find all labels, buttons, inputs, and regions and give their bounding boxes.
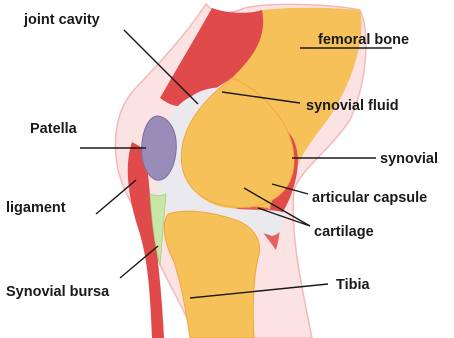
label-tibia: Tibia — [336, 277, 371, 293]
label-patella: Patella — [30, 121, 78, 137]
patella — [142, 116, 177, 180]
label-ligament: ligament — [6, 200, 66, 216]
tibia-bone — [164, 211, 259, 338]
label-synovial: synovial — [380, 151, 438, 167]
label-femoral-bone: femoral bone — [318, 32, 409, 48]
label-synovial-fluid: synovial fluid — [306, 98, 399, 114]
label-joint-cavity: joint cavity — [23, 12, 100, 28]
label-articular-capsule: articular capsule — [312, 190, 427, 206]
label-synovial-bursa: Synovial bursa — [6, 284, 110, 300]
label-cartilage: cartilage — [314, 224, 374, 240]
